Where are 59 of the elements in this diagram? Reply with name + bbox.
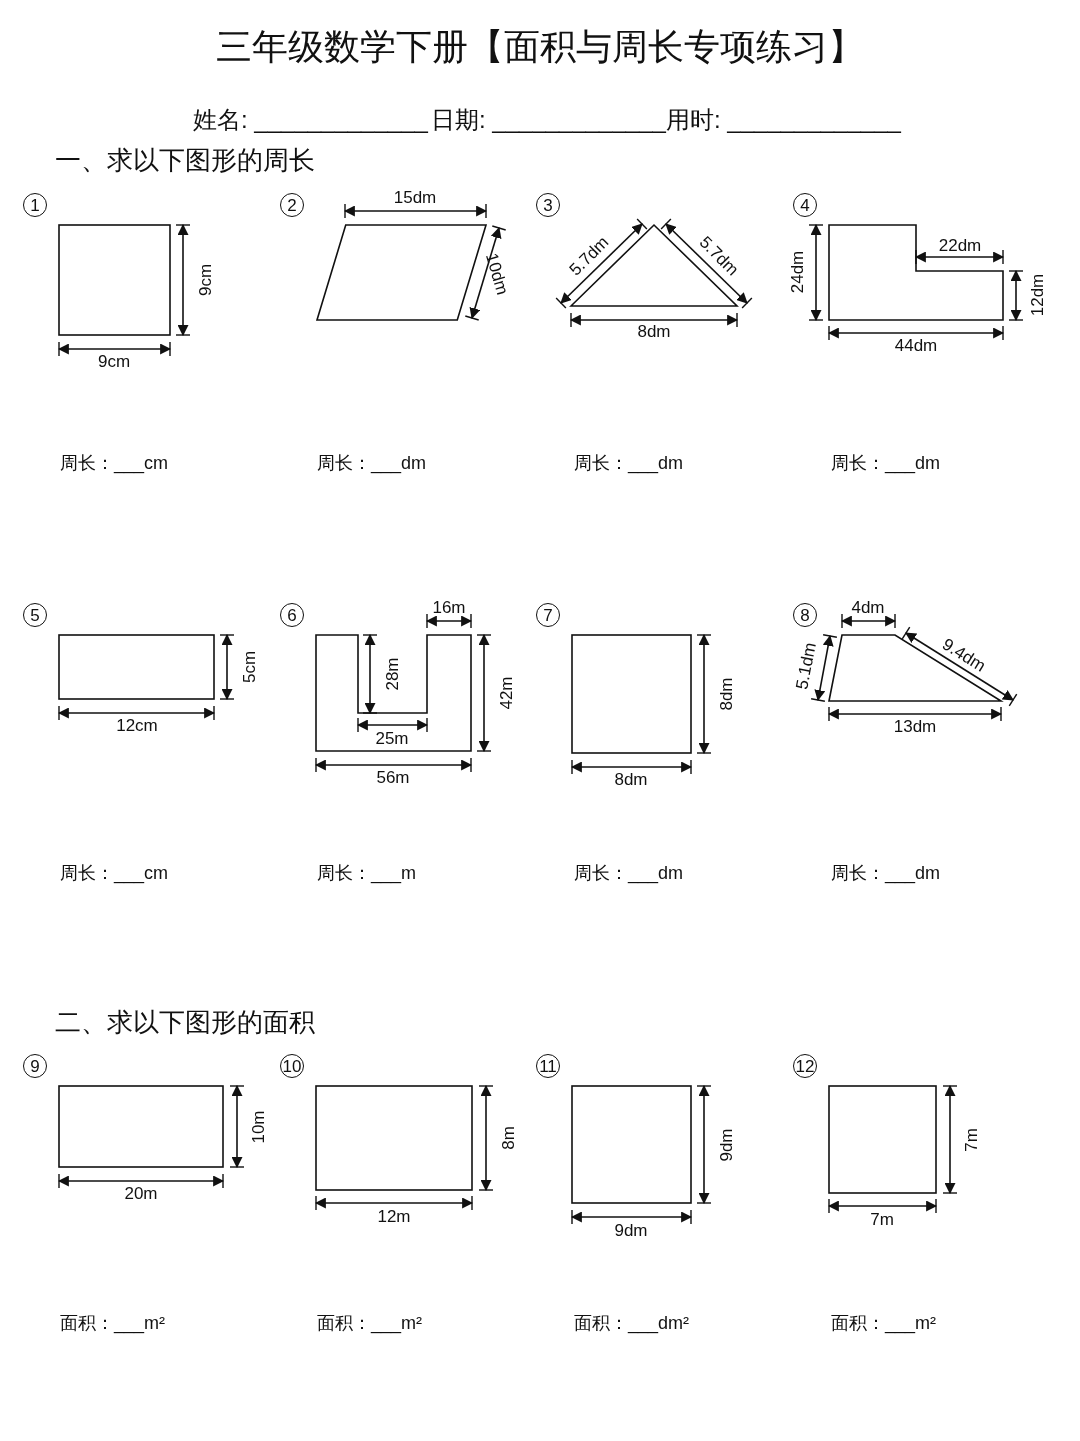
rectangle <box>58 1085 224 1168</box>
dimension-label: 28m <box>383 657 401 691</box>
answer-prompt: 面积：___m² <box>317 1314 423 1332</box>
fill-in-prompt: 姓名: _____________ <box>193 108 428 132</box>
dimension-label: 42m <box>497 676 515 710</box>
dimension-label: 12dm <box>1028 273 1046 317</box>
dimension-label: 8m <box>499 1126 517 1150</box>
dimension-label: 24dm <box>788 250 806 294</box>
answer-prompt: 周长：___m <box>317 864 417 882</box>
dimension-label: 5.1dm <box>793 641 819 691</box>
dimension-label: 13dm <box>893 717 937 735</box>
dimension-label: 44dm <box>894 336 938 354</box>
dimension-label: 20m <box>124 1184 158 1202</box>
dimension-label: 9cm <box>97 352 131 370</box>
answer-prompt: 周长：___dm <box>574 454 684 472</box>
worksheet-title: 三年级数学下册【面积与周长专项练习】 <box>216 29 864 65</box>
dimension-label: 5cm <box>240 650 258 684</box>
dimension-label: 4dm <box>851 598 885 616</box>
answer-prompt: 周长：___dm <box>831 864 941 882</box>
dimension-label: 9cm <box>196 263 214 297</box>
answer-prompt: 周长：___cm <box>60 864 169 882</box>
dimension-label: 25m <box>375 729 409 747</box>
polygon-shape <box>828 224 1004 321</box>
polygon-shape <box>315 634 472 752</box>
dimension-label: 9dm <box>614 1221 648 1239</box>
dimension-label: 7m <box>870 1210 894 1228</box>
answer-prompt: 周长：___dm <box>831 454 941 472</box>
answer-prompt: 周长：___dm <box>574 864 684 882</box>
dimension-label: 7m <box>962 1128 980 1152</box>
section-heading: 二、求以下图形的面积 <box>55 1009 315 1035</box>
answer-prompt: 面积：___m² <box>831 1314 937 1332</box>
dimension-label: 16m <box>432 598 466 616</box>
triangle <box>569 223 739 307</box>
dimension-label: 12cm <box>116 716 158 734</box>
rectangle <box>315 1085 473 1191</box>
rectangle <box>58 634 215 700</box>
rectangle <box>58 224 171 336</box>
dimension-label: 22dm <box>938 236 982 254</box>
dimension-label: 56m <box>376 768 410 786</box>
dimension-label: 12m <box>377 1207 411 1225</box>
section-heading: 一、求以下图形的周长 <box>55 147 315 173</box>
fill-in-prompt: 用时: _____________ <box>666 108 901 132</box>
rectangle <box>571 634 692 754</box>
dimension-label: 8dm <box>637 322 671 340</box>
fill-in-prompt: 日期: _____________ <box>431 108 666 132</box>
dimension-label: 8dm <box>614 770 648 788</box>
rectangle <box>571 1085 692 1204</box>
parallelogram <box>315 224 488 321</box>
answer-prompt: 面积：___dm² <box>574 1314 690 1332</box>
dimension-label: 8dm <box>717 677 735 711</box>
rectangle <box>828 1085 937 1194</box>
dimension-label: 10m <box>249 1110 267 1144</box>
dimension-label: 9dm <box>717 1128 735 1162</box>
dimension-label: 10dm <box>482 251 512 297</box>
answer-prompt: 面积：___m² <box>60 1314 166 1332</box>
answer-prompt: 周长：___dm <box>317 454 427 472</box>
trapezoid <box>828 634 1004 702</box>
answer-prompt: 周长：___cm <box>60 454 169 472</box>
dimension-label: 15dm <box>393 188 437 206</box>
